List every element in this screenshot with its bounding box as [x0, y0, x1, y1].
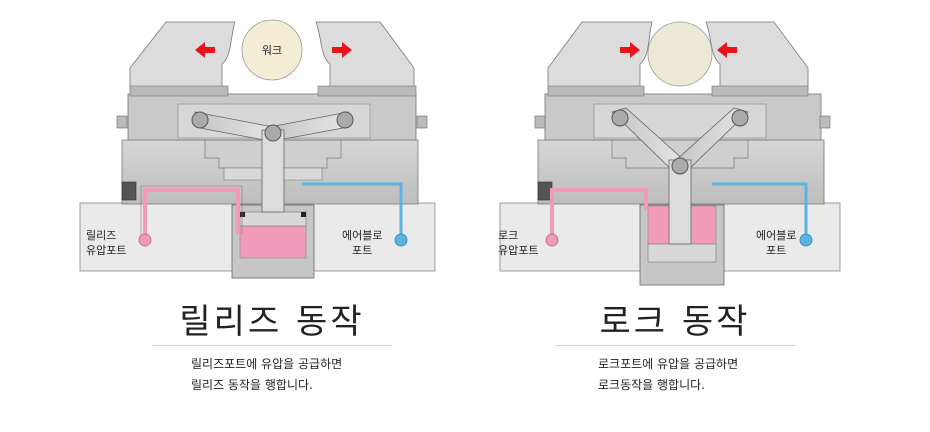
release-divider	[152, 345, 392, 346]
fitting-left	[116, 115, 128, 129]
right-port-label-1: 에어블로	[342, 229, 382, 242]
hydraulic-port-icon	[138, 233, 152, 247]
piston-head	[239, 211, 307, 227]
piston-rod	[261, 129, 285, 213]
lock-diagram: 로크 유압포트 에어블로 포트	[498, 21, 841, 286]
arrow-left-icon	[717, 42, 737, 58]
release-title: 릴리즈 동작	[179, 302, 365, 342]
work-piece	[241, 19, 303, 81]
air-port-icon	[799, 233, 813, 247]
hydraulic-line	[550, 188, 648, 238]
piston-seal-right	[301, 212, 306, 217]
left-port-label-2: 유압포트	[498, 244, 538, 257]
diagram-canvas: 워크 릴리즈 유압포트 에어블로 포트	[79, 19, 841, 286]
left-port-label-1: 로크	[498, 229, 518, 242]
jaw-base-right	[711, 85, 809, 97]
air-port-icon	[394, 233, 408, 247]
lock-desc-line-2: 로크동작을 행합니다.	[598, 378, 705, 392]
jaw-right	[705, 21, 809, 91]
left-port-label-1: 릴리즈	[86, 229, 116, 242]
fitting-left	[534, 115, 546, 129]
piston-head	[647, 243, 717, 263]
jaw-base-left	[129, 85, 229, 97]
lock-description: 로크포트에 유압을 공급하면 로크동작을 행합니다.	[598, 354, 838, 396]
jaw-base-right	[317, 85, 417, 97]
hydraulic-line-outline	[140, 185, 243, 238]
pivot-left	[611, 109, 629, 127]
hydraulic-port-icon	[545, 233, 559, 247]
pivot-right	[731, 109, 749, 127]
hydraulic-chamber	[239, 225, 307, 259]
housing-step	[611, 139, 749, 169]
pivot-center	[264, 124, 282, 142]
fitting-right	[819, 115, 831, 129]
right-port-label-1: 에어블로	[756, 229, 796, 242]
work-label: 워크	[262, 44, 282, 57]
release-desc-line-2: 릴리즈 동작을 행합니다.	[191, 378, 313, 392]
arrow-left-icon	[195, 42, 215, 58]
jaw-left	[547, 21, 653, 91]
release-diagram: 워크 릴리즈 유압포트 에어블로 포트	[79, 19, 436, 279]
pivot-left	[191, 111, 209, 129]
pivot-right	[336, 111, 354, 129]
arrow-right-icon	[620, 42, 640, 58]
pivot-center	[671, 157, 689, 175]
hydraulic-line	[143, 188, 240, 238]
work-piece	[647, 21, 713, 87]
jaw-right	[315, 21, 415, 91]
left-port-label-2: 유압포트	[86, 244, 126, 257]
fitting-right	[416, 115, 428, 129]
lock-title: 로크 동작	[599, 302, 751, 342]
jaw-left	[129, 21, 236, 91]
release-desc-line-1: 릴리즈포트에 유압을 공급하면	[191, 357, 343, 371]
lock-desc-line-1: 로크포트에 유압을 공급하면	[598, 357, 739, 371]
port-plug-left	[121, 181, 137, 201]
jaw-base-left	[547, 85, 645, 97]
piston-seal-left	[240, 212, 245, 217]
release-description: 릴리즈포트에 유압을 공급하면 릴리즈 동작을 행합니다.	[191, 354, 431, 396]
right-port-label-2: 포트	[352, 244, 372, 257]
arrow-right-icon	[332, 42, 352, 58]
port-plug-left	[537, 181, 553, 201]
air-line	[302, 182, 403, 238]
right-port-label-2: 포트	[766, 244, 786, 257]
air-line	[712, 182, 808, 238]
lock-divider	[555, 345, 795, 346]
